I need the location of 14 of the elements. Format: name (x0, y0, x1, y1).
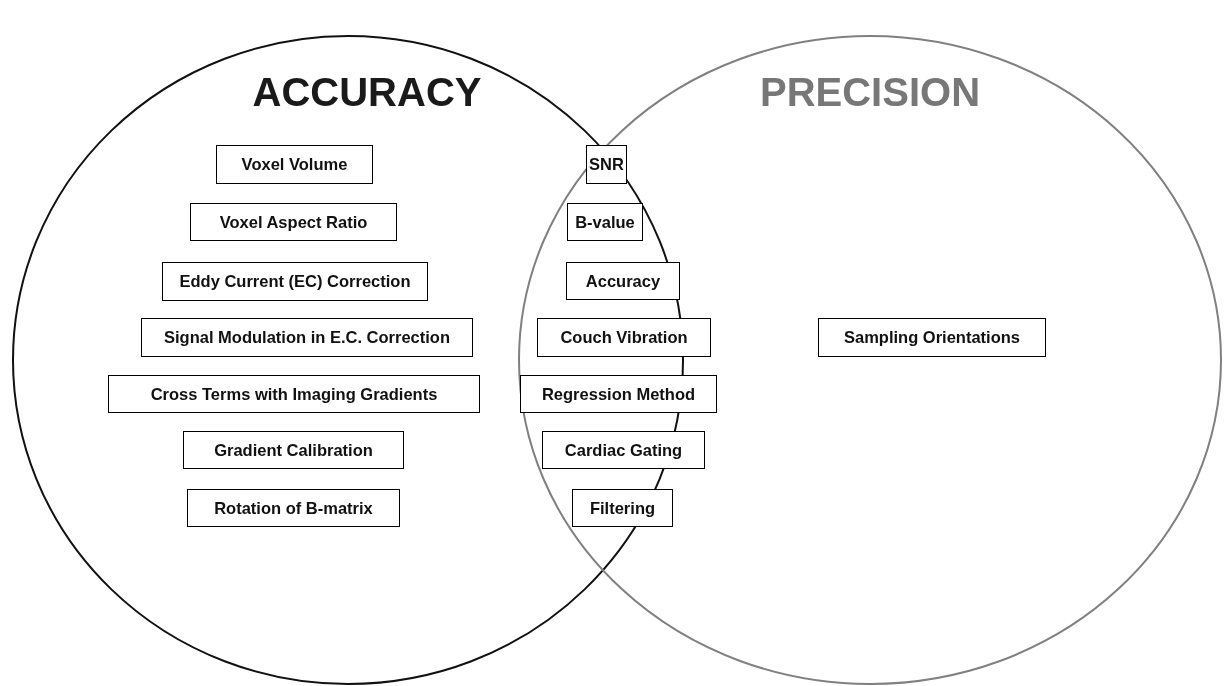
label-box: SNR (586, 145, 627, 184)
label-box: B-value (567, 203, 643, 241)
label-box: Gradient Calibration (183, 431, 404, 469)
label-box: Voxel Volume (216, 145, 373, 184)
label-box: Sampling Orientations (818, 318, 1046, 357)
label-box: Rotation of B-matrix (187, 489, 400, 527)
circle-heading: PRECISION (760, 72, 980, 112)
label-box: Voxel Aspect Ratio (190, 203, 397, 241)
circle-heading: ACCURACY (252, 72, 482, 112)
label-box: Accuracy (566, 262, 680, 300)
label-box: Cross Terms with Imaging Gradients (108, 375, 480, 413)
label-box: Eddy Current (EC) Correction (162, 262, 428, 301)
label-box: Signal Modulation in E.C. Correction (141, 318, 473, 357)
label-box: Filtering (572, 489, 673, 527)
